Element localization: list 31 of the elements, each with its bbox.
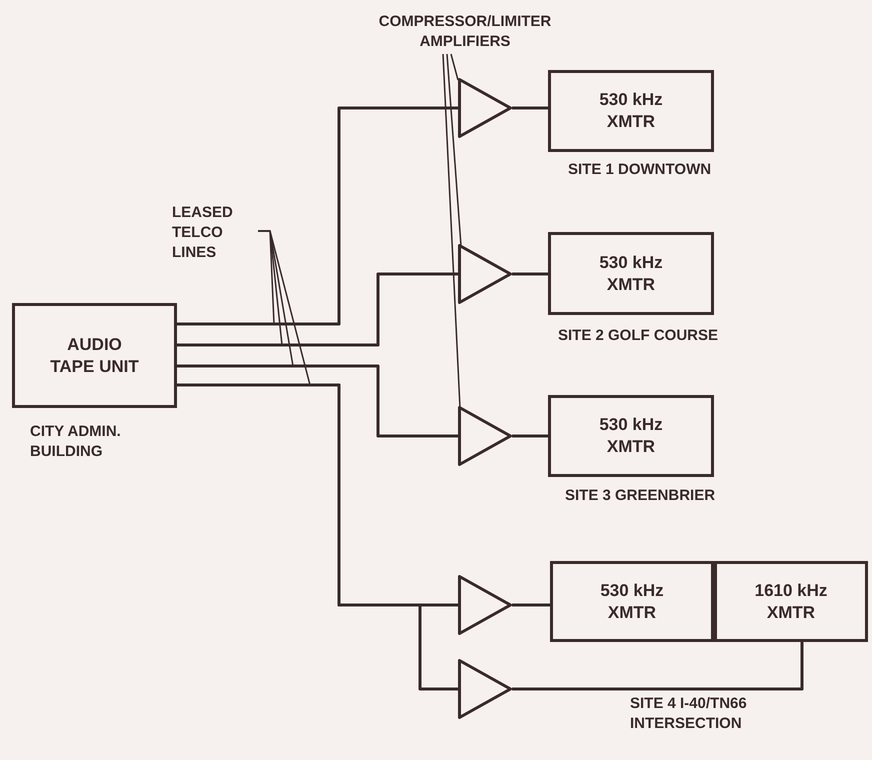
callout-text: LEASED TELCO LINES: [172, 202, 258, 264]
signal-line: [177, 364, 458, 438]
leader-line: [442, 54, 461, 408]
amplifier-triangle: [458, 659, 512, 719]
amplifier-triangle: [458, 244, 512, 304]
leader-line: [450, 54, 459, 80]
site-caption: SITE 1 DOWNTOWN: [568, 160, 712, 180]
transmitter-box: 1610 kHz XMTR: [714, 561, 868, 642]
site-caption: SITE 3 GREENBRIER: [565, 486, 716, 506]
signal-line: [512, 642, 804, 690]
transmitter-box: 530 kHz XMTR: [548, 395, 714, 477]
amplifier-triangle: [458, 78, 512, 138]
transmitter-box: 530 kHz XMTR: [548, 232, 714, 315]
site-caption: SITE 4 I-40/TN66 INTERSECTION: [630, 694, 748, 734]
signal-line: [512, 272, 548, 276]
signal-line: [177, 384, 458, 690]
site-caption: CITY ADMIN. BUILDING: [30, 422, 122, 462]
transmitter-box: 530 kHz XMTR: [550, 561, 714, 642]
transmitter-box: 530 kHz XMTR: [548, 70, 714, 152]
signal-line: [512, 106, 548, 110]
leader-line: [258, 230, 311, 386]
amplifier-triangle: [458, 406, 512, 466]
signal-line: [512, 434, 548, 438]
signal-line: [512, 604, 550, 606]
callout-text: COMPRESSOR/LIMITER AMPLIFIERS: [340, 10, 590, 54]
leader-line: [446, 54, 462, 246]
signal-line: [177, 106, 458, 326]
signal-line: [177, 272, 458, 346]
amplifier-triangle: [458, 575, 512, 635]
site-caption: SITE 2 GOLF COURSE: [558, 326, 718, 346]
tape-unit-box: AUDIO TAPE UNIT: [12, 303, 177, 408]
